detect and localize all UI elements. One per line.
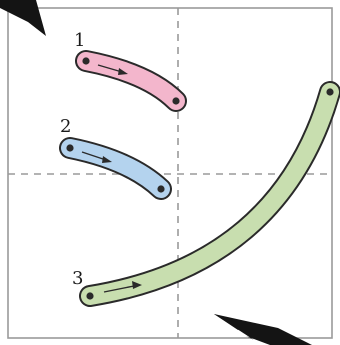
bottom-right-brush-pointer-tip [214, 314, 244, 330]
stroke-1-start-dot [82, 57, 90, 65]
top-left-brush-pointer [0, 0, 46, 36]
stroke-2-number: 2 [60, 116, 71, 137]
stroke-1-number: 1 [74, 30, 85, 51]
stroke-1-arrow-head [118, 68, 128, 75]
frame [7, 7, 333, 339]
stroke-2-arrow-head [102, 156, 112, 163]
stroke-2-start-dot [66, 144, 74, 152]
bottom-right-brush-pointer [214, 314, 312, 345]
stroke-3-number: 3 [72, 268, 83, 289]
stroke-2-arrow-line [81, 151, 107, 161]
frame-border [7, 7, 333, 339]
stroke-3-start-dot [86, 292, 94, 300]
stroke-2: 2 [59, 116, 172, 200]
stroke-1-body [77, 52, 185, 110]
stroke-2-end-dot [157, 185, 165, 193]
stroke-1: 1 [74, 30, 187, 112]
stroke-3: 3 [72, 81, 340, 307]
stroke-3-end-dot [326, 88, 334, 96]
stroke-1-arrow-line [97, 64, 123, 73]
stroke-1-end-dot [172, 97, 180, 105]
stroke-3-outline [79, 81, 340, 307]
stroke-2-body [61, 139, 170, 198]
stroke-3-arrow-head [132, 281, 142, 289]
stroke-3-arrow-line [103, 285, 135, 293]
